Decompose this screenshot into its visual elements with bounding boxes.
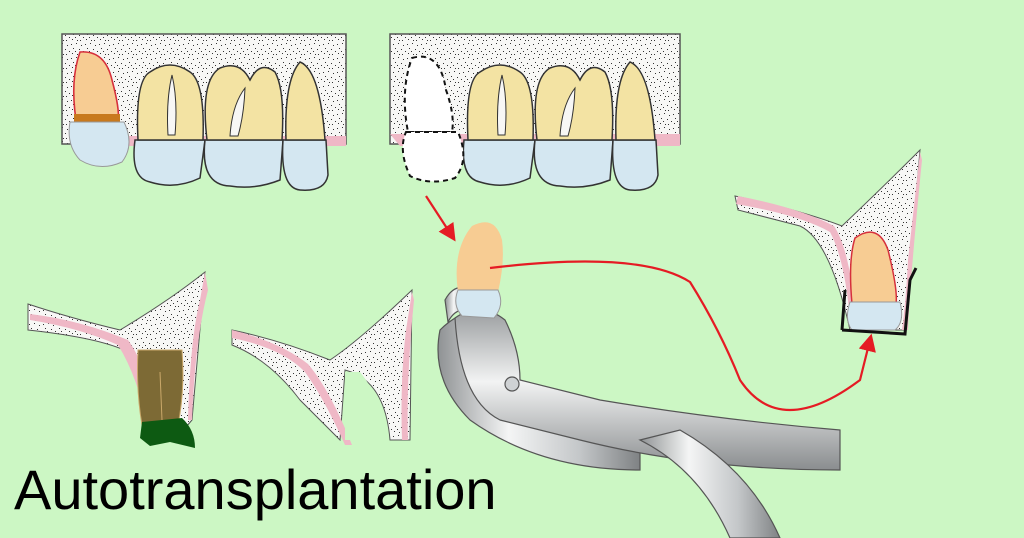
dental-arch-extracted-icon [389,33,681,191]
arrow-transfer-icon [489,260,876,411]
dental-arch-icon [61,33,347,191]
socket-damaged-tooth-icon [27,270,208,448]
extraction-forceps-icon [437,287,841,538]
diagram-title: Autotransplantation [14,458,497,521]
socket-transplanted-tooth-icon [734,148,922,336]
donor-tooth-icon [455,222,503,319]
arrow-extract-icon [425,195,456,242]
socket-empty-icon [231,288,414,445]
